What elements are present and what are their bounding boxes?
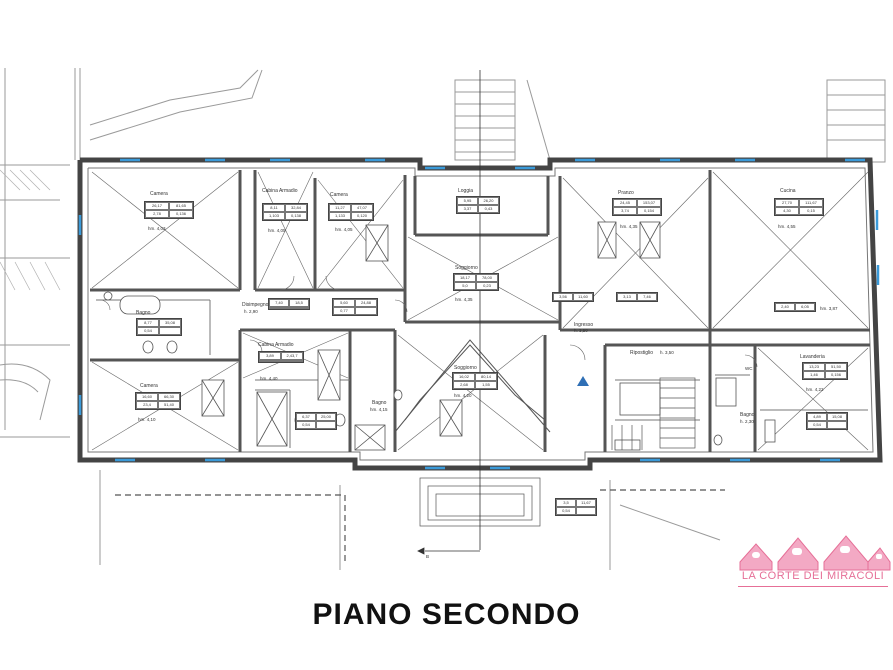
room-height-ingresso: h. 3,50 xyxy=(574,328,588,333)
room-height-cucina: hm. 4,55 xyxy=(778,224,796,229)
room-label-bagno-3: Bagno xyxy=(740,412,755,418)
room-height-disimpegno: h. 2,90 xyxy=(244,309,258,314)
left-hatch xyxy=(0,169,61,291)
room-height-cabina-1: hm. 4,05 xyxy=(268,228,286,233)
room-label-cabina-1: Cabina Armadio xyxy=(262,188,298,194)
room-crosses xyxy=(91,171,869,451)
room-height-soggiorno-1: hm. 4,35 xyxy=(455,297,473,302)
section-line xyxy=(417,70,481,555)
room-height-camera-2: hm. 4,05 xyxy=(335,227,353,232)
room-height-bagno-3: h. 2,30 xyxy=(740,419,754,424)
room-label-ripostiglio: Ripostiglio xyxy=(630,350,654,356)
room-label-ingresso: Ingresso xyxy=(574,322,594,328)
sloped-loggia xyxy=(394,339,551,433)
room-label-camera-1: Camera xyxy=(150,191,168,197)
room-label-soggiorno-1: Soggiorno xyxy=(455,265,478,271)
logo-houses-icon xyxy=(739,535,891,571)
room-height-cabina-2: hm. 4,40 xyxy=(260,376,278,381)
height-annotation-right: hm. 3,87 xyxy=(820,306,838,311)
windows xyxy=(78,158,880,470)
room-label-cabina-2: Cabina Armadio xyxy=(258,342,294,348)
room-label-pranzo: Pranzo xyxy=(618,190,634,196)
room-label-soggiorno-2: Soggiorno xyxy=(454,365,477,371)
room-label-lavanderia: Lavanderia xyxy=(800,354,825,360)
room-label-loggia: Loggia xyxy=(458,188,474,194)
logo-text: LA CORTE DEI MIRACOLI xyxy=(741,570,885,582)
page-title: PIANO SECONDO xyxy=(312,598,581,631)
fixtures xyxy=(103,291,776,446)
furniture xyxy=(201,221,661,451)
room-label-disimpegno: Disimpegno xyxy=(242,302,269,308)
outer-walls xyxy=(77,157,883,471)
room-height-soggiorno-2: hm. 4,20 xyxy=(454,393,472,398)
room-label-bagno-1: Bagno xyxy=(136,310,151,316)
dashed-outline xyxy=(115,489,725,565)
room-label-camera-3: Camera xyxy=(140,383,158,389)
stair-marker-icon xyxy=(577,376,589,386)
logo-underline xyxy=(738,586,888,587)
room-height-ripostiglio: h. 3,50 xyxy=(660,350,674,355)
wc-label: WC xyxy=(745,366,753,371)
room-height-pranzo: hm. 4,35 xyxy=(620,224,638,229)
room-label-cucina: Cucina xyxy=(780,188,796,194)
room-height-camera-3: hm. 4,10 xyxy=(138,417,156,422)
door-swings xyxy=(99,275,758,368)
room-label-bagno-2: Bagno xyxy=(372,400,387,406)
room-height-lavanderia: hm. 4,22 xyxy=(806,387,824,392)
room-height-bagno-2: hm. 4,15 xyxy=(370,407,388,412)
room-label-camera-2: Camera xyxy=(330,192,348,198)
section-arrow-label: B xyxy=(426,554,430,559)
context-lines xyxy=(0,68,886,570)
room-height-camera-1: hm. 4,03 xyxy=(148,226,166,231)
